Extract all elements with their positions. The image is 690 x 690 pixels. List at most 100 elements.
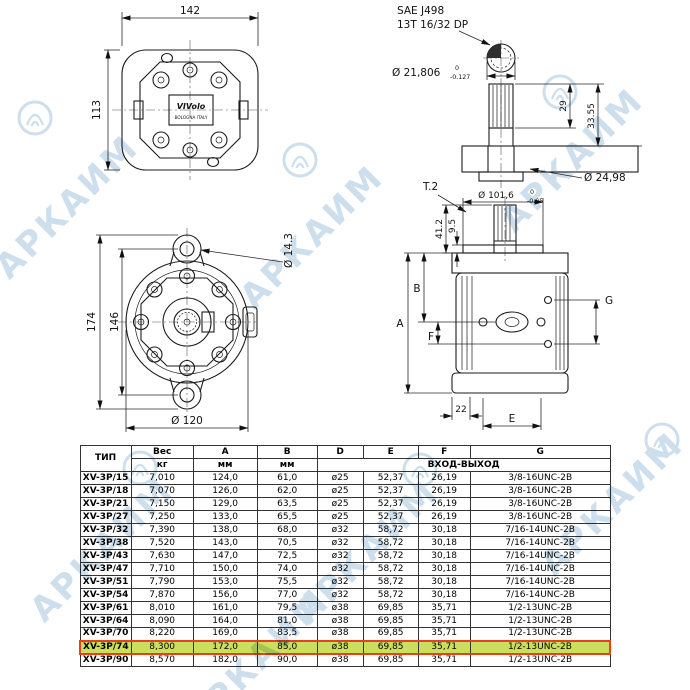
brand-label: VIVolo	[177, 102, 206, 111]
cell-b: 77,0	[256, 588, 318, 602]
cell-a: 169,0	[192, 627, 258, 641]
col-header-g: G	[469, 445, 611, 459]
dim-b-label: B	[413, 283, 420, 295]
cell-f: 35,71	[417, 653, 471, 667]
table-row: XV-3P/21 7,150 129,0 63,5 ø25 52,37 26,1…	[79, 497, 611, 511]
pilot-dia-label: Ø 101,6	[478, 190, 514, 201]
cell-type: XV-3P/74	[78, 639, 132, 655]
cell-f: 35,71	[417, 627, 471, 641]
cell-weight: 8,220	[130, 627, 194, 641]
cell-b: 90,0	[256, 653, 318, 667]
table-row: XV-3P/27 7,250 133,0 65,5 ø25 52,37 26,1…	[79, 510, 611, 524]
rear-bolts	[152, 62, 228, 158]
cell-weight: 8,090	[130, 614, 194, 628]
rear-cover-side	[451, 372, 569, 394]
cell-b: 61,0	[256, 471, 318, 485]
cell-e: 58,72	[362, 523, 419, 537]
cell-a: 147,0	[192, 549, 258, 563]
dim-g-label: G	[605, 295, 613, 307]
cell-b: 79,5	[256, 601, 318, 615]
cell-e: 52,37	[362, 510, 419, 524]
spline-detail-drawing: SAE J498 13T 16/32 DP Ø 21,806 0 -0.127	[392, 5, 519, 81]
cell-d: ø32	[316, 549, 364, 563]
table-header-row-1: ТИП Вес A B D E F G	[79, 445, 611, 472]
front-flange-circle	[125, 260, 249, 384]
cell-e: 69,85	[362, 639, 419, 655]
cell-f: 26,19	[417, 510, 471, 524]
cell-b: 68,0	[256, 523, 318, 537]
cell-g: 1/2-13UNC-2B	[469, 627, 611, 641]
io-header: ВХОД-ВЫХОД	[316, 458, 611, 472]
cell-b: 70,5	[256, 536, 318, 550]
dim-146-label: 146	[109, 312, 121, 332]
cell-e: 69,85	[362, 614, 419, 628]
side-view-drawing: T.2 Ø 101,6 0 -0.05 41.2 9.5	[396, 181, 613, 430]
front-bolts	[132, 267, 242, 377]
table-row: XV-3P/43 7,630 147,0 72,5 ø32 58,72 30,1…	[79, 549, 611, 563]
cell-f: 35,71	[417, 601, 471, 615]
cell-e: 58,72	[362, 562, 419, 576]
spline-dia-label: Ø 21,806	[392, 67, 441, 79]
cell-a: 156,0	[192, 588, 258, 602]
cell-d: ø32	[316, 523, 364, 537]
spec-table-body: XV-3P/15 7,010 124,0 61,0 ø25 52,37 26,1…	[78, 471, 612, 667]
cell-g: 1/2-13UNC-2B	[469, 601, 611, 615]
dim-22-label: 22	[455, 405, 466, 415]
unit-a: мм	[192, 458, 258, 472]
cell-f: 30,18	[417, 588, 471, 602]
cell-d: ø25	[316, 484, 364, 498]
cell-type: XV-3P/27	[79, 510, 132, 524]
cell-b: 85,0	[256, 639, 318, 655]
pilot-spigot	[462, 244, 544, 254]
cell-g: 7/16-14UNC-2B	[469, 575, 611, 589]
pump-body-side	[455, 272, 569, 374]
col-header-e: E	[362, 445, 419, 459]
cell-type: XV-3P/15	[79, 471, 132, 485]
cell-weight: 7,710	[130, 562, 194, 576]
section-t2-label: T.2	[422, 181, 438, 193]
cell-f: 30,18	[417, 575, 471, 589]
col-header-a: A	[192, 445, 258, 459]
cell-weight: 7,870	[130, 588, 194, 602]
lower-mount-hole	[179, 387, 195, 403]
cell-weight: 7,150	[130, 497, 194, 511]
cell-g: 7/16-14UNC-2B	[469, 549, 611, 563]
col-header-f: F	[417, 445, 471, 459]
cell-a: 164,0	[192, 614, 258, 628]
shaft-spline-front	[173, 308, 201, 336]
cell-f: 30,18	[417, 549, 471, 563]
table-header-row-2: кг мм мм ВХОД-ВЫХОД	[80, 458, 611, 472]
cell-a: 153,0	[192, 575, 258, 589]
cell-g: 1/2-13UNC-2B	[469, 614, 611, 628]
cell-type: XV-3P/18	[79, 484, 132, 498]
dim-29-label: 29	[559, 100, 569, 112]
cell-weight: 7,630	[130, 549, 194, 563]
cell-b: 75,5	[256, 575, 318, 589]
flange-dia-label: Ø 120	[171, 415, 203, 427]
table-row: XV-3P/47 7,710 150,0 74,0 ø32 58,72 30,1…	[79, 562, 611, 576]
cell-e: 58,72	[362, 588, 419, 602]
cell-g: 7/16-14UNC-2B	[469, 562, 611, 576]
cell-e: 58,72	[362, 536, 419, 550]
cell-d: ø25	[316, 497, 364, 511]
dim-3355-label: 33.55	[587, 103, 597, 129]
col-header-b: B	[256, 445, 318, 459]
unit-b: мм	[256, 458, 318, 472]
cell-a: 138,0	[192, 523, 258, 537]
cell-g: 3/8-16UNC-2B	[469, 497, 611, 511]
cell-g: 3/8-16UNC-2B	[469, 471, 611, 485]
cell-b: 63,5	[256, 497, 318, 511]
table-row: XV-3P/90 8,570 182,0 90,0 ø38 69,85 35,7…	[79, 653, 611, 667]
cell-g: 7/16-14UNC-2B	[469, 588, 611, 602]
cell-b: 65,5	[256, 510, 318, 524]
cell-e: 52,37	[362, 471, 419, 485]
dim-e-label: E	[509, 413, 516, 425]
cell-e: 58,72	[362, 575, 419, 589]
cell-d: ø32	[316, 562, 364, 576]
cell-g: 3/8-16UNC-2B	[469, 484, 611, 498]
cell-g: 1/2-13UNC-2B	[469, 653, 611, 667]
cell-d: ø38	[316, 653, 364, 667]
cell-d: ø32	[316, 536, 364, 550]
table-row: XV-3P/15 7,010 124,0 61,0 ø25 52,37 26,1…	[79, 471, 611, 485]
front-view-drawing: 174 146	[86, 228, 295, 432]
